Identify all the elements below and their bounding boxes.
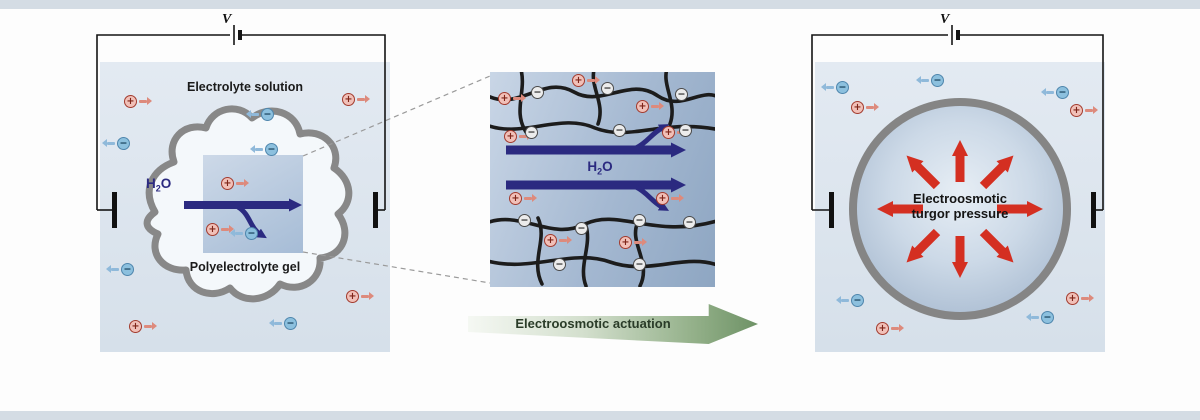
anion-icon: − (246, 107, 274, 121)
anion-icon: − (230, 226, 258, 240)
network-anion-icon: − (679, 123, 692, 137)
cation-arrow-icon (519, 134, 527, 138)
cation-arrow-icon (866, 105, 874, 109)
cation-arrow-icon (361, 294, 369, 298)
network-anion-icon: − (633, 213, 646, 227)
cation-arrow-icon (1085, 108, 1093, 112)
cation-arrow-icon (559, 238, 567, 242)
anion-icon: − (916, 73, 944, 87)
voltage-source-label: V (222, 12, 232, 27)
water-label: H2O (587, 159, 613, 177)
cation-icon: + (619, 235, 647, 249)
anion-arrow-icon (251, 112, 259, 116)
cation-icon: + (636, 99, 664, 113)
cation-arrow-icon (357, 97, 365, 101)
cation-arrow-icon (139, 99, 147, 103)
cation-icon: + (572, 73, 600, 87)
right-panel: Electroosmotic turgor pressure + + + + −… (815, 62, 1105, 352)
network-anion-icon: − (575, 221, 588, 235)
top-strip (0, 0, 1200, 9)
network-anion-icon: − (553, 257, 566, 271)
cation-icon: + (129, 319, 157, 333)
cation-arrow-icon (513, 96, 521, 100)
right-battery-icon (951, 25, 960, 45)
cation-icon: + (504, 129, 532, 143)
left-battery-icon (233, 25, 242, 45)
network-anion-icon: − (675, 87, 688, 101)
cation-icon: + (221, 176, 249, 190)
cation-arrow-icon (587, 78, 595, 82)
cation-arrow-icon (144, 324, 152, 328)
cation-icon: + (876, 321, 904, 335)
cation-icon: + (498, 91, 526, 105)
cation-arrow-icon (891, 326, 899, 330)
cation-icon: + (656, 191, 684, 205)
actuation-label: Electroosmotic actuation (515, 316, 671, 331)
network-anion-icon: − (518, 213, 531, 227)
water-flow-arrows (506, 124, 686, 211)
anion-icon: − (250, 142, 278, 156)
cation-arrow-icon (221, 227, 229, 231)
voltage-source-label: V (940, 12, 950, 27)
cation-arrow-icon (634, 240, 642, 244)
cation-icon: + (851, 100, 879, 114)
water-label: H2O (146, 176, 172, 194)
anion-icon: − (836, 293, 864, 307)
anion-arrow-icon (1031, 315, 1039, 319)
network-anion-icon: − (633, 257, 646, 271)
anion-arrow-icon (235, 231, 243, 235)
anion-icon: − (1041, 85, 1069, 99)
cation-arrow-icon (671, 196, 679, 200)
anion-icon: − (106, 262, 134, 276)
cation-icon: + (206, 222, 234, 236)
cation-arrow-icon (236, 181, 244, 185)
cation-icon: + (346, 289, 374, 303)
anion-arrow-icon (921, 78, 929, 82)
anion-arrow-icon (826, 85, 834, 89)
cation-icon: + (1066, 291, 1094, 305)
left-panel: Electrolyte solution Polyelectrolyte gel… (100, 62, 390, 352)
network-anion-icon: − (683, 215, 696, 229)
polyelectrolyte-gel-label: Polyelectrolyte gel (189, 260, 301, 274)
anion-arrow-icon (841, 298, 849, 302)
anion-arrow-icon (111, 267, 119, 271)
anion-icon: − (269, 316, 297, 330)
cation-arrow-icon (651, 104, 659, 108)
turgor-pressure-label: Electroosmotic turgor pressure (911, 191, 1009, 221)
anion-icon: − (102, 136, 130, 150)
cation-arrow-icon (1081, 296, 1089, 300)
network-anion-icon: − (601, 81, 614, 95)
anion-icon: − (821, 80, 849, 94)
anion-arrow-icon (255, 147, 263, 151)
anion-arrow-icon (1046, 90, 1054, 94)
cation-icon: + (544, 233, 572, 247)
cation-icon: + (342, 92, 370, 106)
network-anion-icon: − (525, 125, 538, 139)
anion-arrow-icon (274, 321, 282, 325)
network-anion-icon: − (531, 85, 544, 99)
cation-icon: + (124, 94, 152, 108)
cation-arrow-icon (524, 196, 532, 200)
anion-arrow-icon (107, 141, 115, 145)
network-anion-icon: − (613, 123, 626, 137)
anion-icon: − (1026, 310, 1054, 324)
cation-icon: + (509, 191, 537, 205)
cation-icon: + (1070, 103, 1098, 117)
bottom-strip (0, 411, 1200, 420)
zoomed-gel-panel: H2O + + + + + + + + + − − − − − − − − − … (490, 72, 715, 287)
